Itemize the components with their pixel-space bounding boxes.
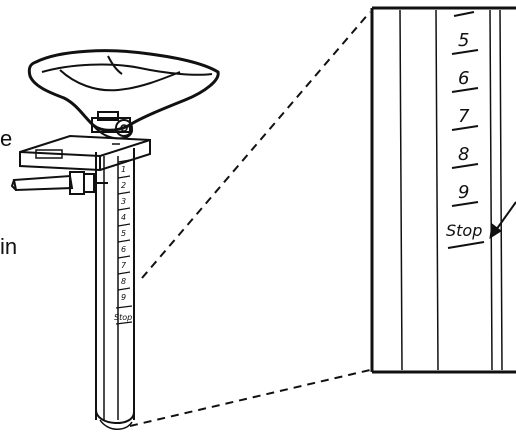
post-scale-rule bbox=[117, 191, 131, 195]
post-scale-stop-label: Stop bbox=[114, 313, 132, 322]
zoom-scale-stop-label: Stop bbox=[446, 221, 482, 240]
zoom-scale-rule bbox=[453, 11, 475, 17]
zoom-scale-rule bbox=[447, 241, 485, 249]
saddle-clamp bbox=[91, 111, 133, 137]
post-scale-rule bbox=[117, 239, 131, 243]
post-scale-rule bbox=[117, 271, 131, 275]
post-scale-rule bbox=[115, 321, 133, 325]
post-scale-rule bbox=[117, 223, 131, 227]
zoom-scale-rule bbox=[451, 125, 479, 131]
zoom-scale-mark: 9 bbox=[458, 182, 469, 203]
post-scale-rule bbox=[117, 175, 131, 179]
post-scale-mark: 1 bbox=[121, 165, 126, 174]
zoom-scale-mark: 5 bbox=[458, 30, 469, 51]
post-scale-rule bbox=[117, 287, 131, 291]
zoom-scale-rule bbox=[451, 163, 479, 169]
zoom-scale-rule bbox=[451, 201, 479, 207]
zoom-detail-panel bbox=[370, 6, 516, 374]
post-scale-mark: 2 bbox=[121, 181, 126, 190]
adjustment-lever bbox=[10, 171, 108, 195]
zoom-scale-mark: 8 bbox=[458, 144, 469, 165]
post-scale-rule bbox=[115, 305, 133, 309]
zoom-callout-lines bbox=[129, 11, 371, 427]
zoom-scale-mark: 6 bbox=[458, 68, 469, 89]
post-scale-mark: 9 bbox=[121, 293, 126, 302]
seat-post bbox=[95, 148, 135, 430]
left-edge-text-fragment-2: in bbox=[0, 234, 18, 259]
zoom-scale-mark: 7 bbox=[458, 106, 470, 127]
zoom-scale-rule bbox=[451, 49, 479, 55]
left-edge-text-fragment-1: e bbox=[0, 126, 13, 151]
post-scale-mark: 4 bbox=[121, 213, 126, 222]
seat-slider bbox=[19, 134, 151, 172]
post-scale-rule bbox=[117, 207, 131, 211]
post-scale-mark: 8 bbox=[121, 277, 126, 286]
post-scale-rule bbox=[117, 255, 131, 259]
stop-pointer-arrow bbox=[489, 201, 516, 240]
post-scale-rule bbox=[117, 159, 131, 163]
post-scale-mark: 3 bbox=[121, 197, 126, 206]
post-scale-mark: 5 bbox=[121, 229, 126, 238]
zoom-scale-rule bbox=[451, 87, 479, 93]
post-scale-mark: 6 bbox=[121, 245, 126, 254]
post-scale-mark: 7 bbox=[121, 261, 127, 270]
